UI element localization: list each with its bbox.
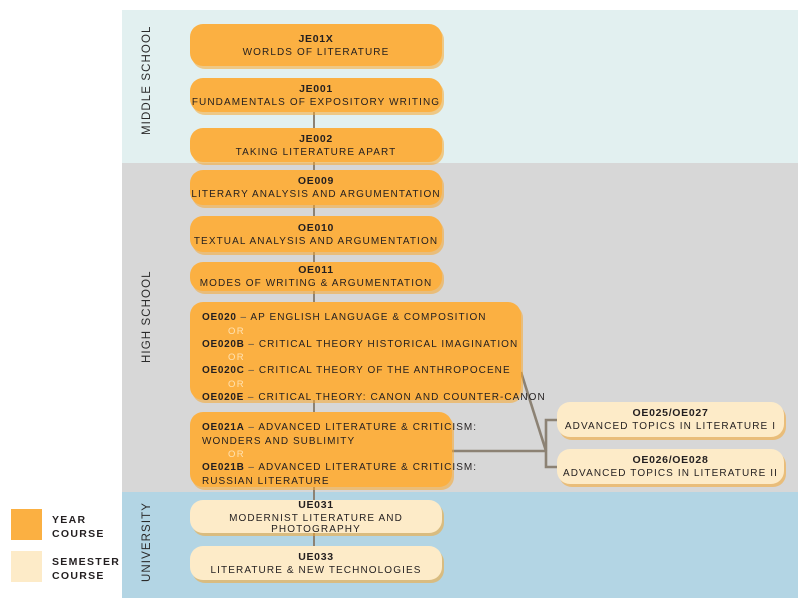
course-title: TEXTUAL ANALYSIS AND ARGUMENTATION (193, 235, 439, 247)
course-code: OE021A (202, 422, 245, 433)
course-title: ADVANCED LITERATURE & CRITICISM: (258, 462, 478, 473)
option-separator: OR (228, 378, 245, 390)
option-row-oe021b[interactable]: OE021B – ADVANCED LITERATURE & CRITICISM… (202, 461, 476, 475)
course-code: OE020 (202, 312, 237, 323)
legend-label-semester-course: SEMESTER COURSE (52, 555, 120, 583)
option-dash: – (248, 365, 256, 376)
course-code: UE033 (298, 550, 334, 563)
course-title: LITERATURE & NEW TECHNOLOGIES (210, 564, 422, 576)
course-box-ue033[interactable]: UE033 LITERATURE & NEW TECHNOLOGIES (190, 546, 442, 580)
course-box-oe025-oe027[interactable]: OE025/OE027 ADVANCED TOPICS IN LITERATUR… (557, 402, 784, 437)
option-row-oe020e[interactable]: OE020E – CRITICAL THEORY: CANON AND COUN… (202, 391, 545, 405)
course-code: OE021B (202, 462, 245, 473)
option-row-oe020[interactable]: OE020 – AP ENGLISH LANGUAGE & COMPOSITIO… (202, 311, 509, 325)
course-title: ADVANCED LITERATURE & CRITICISM: (258, 422, 478, 433)
course-title: ADVANCED TOPICS IN LITERATURE I (564, 421, 777, 432)
course-title: MODERNIST LITERATURE AND PHOTOGRAPHY (229, 512, 403, 535)
course-option-group-oe020[interactable]: OE020 – AP ENGLISH LANGUAGE & COMPOSITIO… (190, 302, 545, 403)
course-code: JE002 (299, 132, 333, 145)
course-code: OE025/OE027 (632, 407, 709, 419)
course-code: UE031 (298, 498, 334, 511)
legend-swatch-semester-course (11, 551, 42, 582)
legend-label-semester-line2: COURSE (52, 570, 105, 582)
course-title: TAKING LITERATURE APART (235, 146, 397, 158)
course-code: OE026/OE028 (632, 454, 709, 466)
course-title-line2: RUSSIAN LITERATURE (202, 475, 330, 487)
band-label-middle-school: MIDDLE SCHOOL (141, 25, 153, 135)
course-code: OE020B (202, 338, 245, 350)
option-row-oe020b[interactable]: OE020B – CRITICAL THEORY HISTORICAL IMAG… (202, 338, 517, 352)
band-label-university: UNIVERSITY (141, 501, 153, 582)
legend-label-semester-line1: SEMESTER (52, 556, 121, 568)
course-title: CRITICAL THEORY OF THE ANTHROPOCENE (258, 365, 511, 376)
course-box-ue031[interactable]: UE031 MODERNIST LITERATURE AND PHOTOGRAP… (190, 498, 442, 535)
course-title: AP ENGLISH LANGUAGE & COMPOSITION (250, 312, 487, 323)
band-label-high-school: HIGH SCHOOL (141, 270, 153, 363)
option-dash: – (248, 462, 256, 473)
option-dash: – (248, 338, 256, 350)
course-title: CRITICAL THEORY HISTORICAL IMAGINATION (258, 338, 519, 350)
course-title: WORLDS OF LITERATURE (242, 46, 390, 58)
legend-label-year-line2: COURSE (52, 528, 105, 540)
course-title: MODES OF WRITING & ARGUMENTATION (199, 278, 433, 289)
option-dash: – (240, 312, 248, 323)
course-code: OE011 (298, 264, 334, 276)
course-code: OE020C (202, 365, 245, 376)
course-code: JE001 (299, 82, 333, 95)
option-separator: OR (228, 325, 245, 337)
course-box-oe011[interactable]: OE011 MODES OF WRITING & ARGUMENTATION (190, 262, 442, 291)
course-code: OE020E (202, 391, 245, 403)
legend-label-year-line1: YEAR (52, 514, 87, 526)
course-option-group-oe021[interactable]: OE021A – ADVANCED LITERATURE & CRITICISM… (190, 412, 476, 487)
course-box-je002[interactable]: JE002 TAKING LITERATURE APART (190, 128, 442, 162)
option-dash: – (248, 422, 256, 433)
course-code: OE010 (297, 221, 335, 234)
course-code: JE01X (298, 32, 334, 45)
course-code: OE009 (297, 175, 335, 187)
option-dash: – (247, 391, 255, 403)
course-title: LITERARY ANALYSIS AND ARGUMENTATION (191, 189, 441, 200)
option-separator: OR (228, 449, 245, 460)
course-box-oe026-oe028[interactable]: OE026/OE028 ADVANCED TOPICS IN LITERATUR… (557, 449, 784, 484)
course-box-je001[interactable]: JE001 FUNDAMENTALS OF EXPOSITORY WRITING (190, 78, 442, 112)
course-box-oe009[interactable]: OE009 LITERARY ANALYSIS AND ARGUMENTATIO… (190, 170, 442, 205)
course-box-je01x[interactable]: JE01X WORLDS OF LITERATURE (190, 24, 442, 66)
course-title: ADVANCED TOPICS IN LITERATURE II (562, 468, 779, 479)
option-separator: OR (228, 352, 245, 363)
option-row-oe020c[interactable]: OE020C – CRITICAL THEORY OF THE ANTHROPO… (202, 364, 511, 378)
course-title: FUNDAMENTALS OF EXPOSITORY WRITING (191, 96, 441, 108)
legend-label-year-course: YEAR COURSE (52, 513, 105, 541)
course-title-line2: WONDERS AND SUBLIMITY (202, 435, 356, 447)
option-row-oe021a[interactable]: OE021A – ADVANCED LITERATURE & CRITICISM… (202, 421, 476, 435)
course-box-oe010[interactable]: OE010 TEXTUAL ANALYSIS AND ARGUMENTATION (190, 216, 442, 252)
course-title: CRITICAL THEORY: CANON AND COUNTER-CANON (258, 391, 546, 403)
legend-swatch-year-course (11, 509, 42, 540)
